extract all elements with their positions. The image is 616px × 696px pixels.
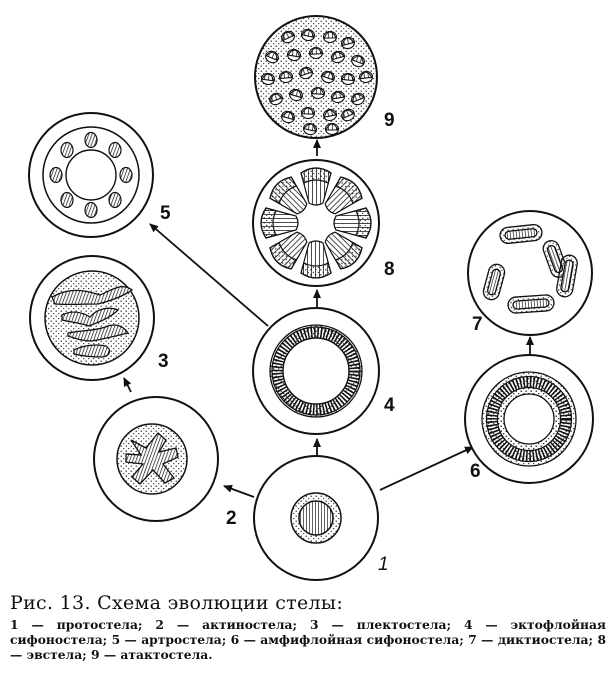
arrow-1-to-2 <box>223 484 255 498</box>
scattered-bundle <box>288 88 303 102</box>
stele-9-atactostele <box>254 15 378 139</box>
stele-2-actinostele <box>93 396 219 522</box>
scattered-bundle <box>280 110 295 124</box>
label-2: 2 <box>226 508 237 529</box>
scattered-bundle <box>324 122 340 136</box>
vascular-bundle <box>333 207 372 239</box>
scattered-bundle <box>320 70 335 84</box>
vascular-bundle <box>300 167 332 206</box>
label-1: 1 <box>378 554 389 575</box>
scattered-bundle <box>331 50 346 64</box>
vascular-bundle <box>269 176 308 215</box>
scattered-bundle <box>286 48 302 62</box>
scattered-bundle <box>299 66 314 80</box>
scattered-bundle <box>351 54 365 68</box>
label-7: 7 <box>472 314 483 335</box>
label-8: 8 <box>384 259 395 280</box>
scattered-bundle <box>308 46 324 60</box>
stele-evolution-diagram: 1 2 3 4 5 6 7 8 9 <box>28 15 594 581</box>
vascular-bundle <box>324 231 363 270</box>
scattered-bundle <box>265 50 279 64</box>
scattered-bundle <box>341 108 355 122</box>
vascular-bundle <box>324 176 363 215</box>
caption-title: Рис. 13. Схема эволюции стелы: <box>10 592 344 614</box>
scattered-bundle <box>330 90 346 104</box>
label-3: 3 <box>158 351 169 372</box>
arrows <box>123 139 534 498</box>
arrow-4-to-5 <box>149 223 269 327</box>
stele-4-ectophloic-siphonostele <box>252 307 380 435</box>
scattered-bundle <box>278 70 294 84</box>
scattered-bundle <box>341 36 356 50</box>
stele-6-amphiphloic-siphonostele <box>464 354 594 484</box>
stele-7-dictyostele <box>467 210 593 336</box>
label-4: 4 <box>384 395 395 416</box>
label-5: 5 <box>160 203 171 224</box>
stele-3-plectostele <box>29 255 155 381</box>
vascular-bundle <box>260 207 299 239</box>
scattered-bundle <box>340 72 356 86</box>
label-9: 9 <box>384 110 395 131</box>
scattered-bundle <box>300 28 316 42</box>
stele-1-protostele <box>253 455 379 581</box>
scattered-bundle <box>302 122 318 136</box>
figure-caption: Рис. 13. Схема эволюции стелы: 1 — прото… <box>10 592 606 662</box>
scattered-bundle <box>260 72 276 86</box>
scattered-bundle <box>281 30 295 44</box>
scattered-bundle <box>310 86 326 100</box>
arrow-2-to-3 <box>123 377 132 393</box>
scattered-bundle <box>300 106 316 120</box>
scattered-bundle <box>269 92 284 106</box>
stele-5-arthrostele <box>28 112 154 238</box>
vascular-bundle <box>300 240 332 279</box>
arrow-1-to-6 <box>379 446 474 491</box>
scattered-bundle <box>358 70 374 84</box>
scattered-bundle <box>351 92 365 106</box>
label-6: 6 <box>470 461 481 482</box>
caption-text: 1 — протостела; 2 — актиностела; 3 — пле… <box>10 617 606 662</box>
scattered-bundle <box>322 30 338 44</box>
scattered-bundle <box>322 108 338 122</box>
vascular-bundle <box>269 231 308 270</box>
stele-8-eustele <box>252 159 380 287</box>
